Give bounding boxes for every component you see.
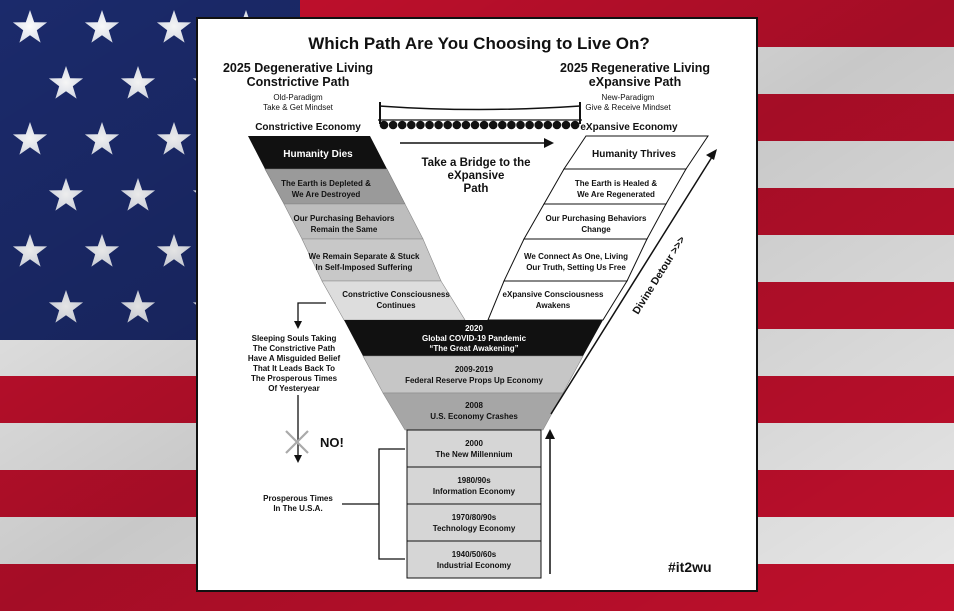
right-earth-line1: The Earth is Healed &: [575, 179, 657, 188]
side-note-line3: Have A Misguided Belief: [248, 354, 341, 363]
funnel-2009-line2: Federal Reserve Props Up Economy: [405, 376, 543, 385]
stem-box-2000: [406, 429, 542, 468]
bridge-bead: [561, 120, 571, 130]
funnel-2020-line2: Global COVID-19 Pandemic: [422, 334, 527, 343]
stem-1970-year: 1970/80/90s: [452, 513, 497, 522]
bridge-bead: [479, 120, 489, 130]
bracket-line: [378, 448, 405, 560]
funnel-band-2008: [382, 392, 564, 431]
left-separate-line1: We Remain Separate & Stuck: [308, 252, 420, 261]
left-humanity-dies: Humanity Dies: [283, 149, 353, 160]
bridge-arrow: [400, 138, 554, 148]
left-header-line2: Constrictive Path: [247, 75, 350, 89]
side-note-line1: Sleeping Souls Taking: [252, 334, 337, 343]
right-economy-label: eXpansive Economy: [580, 122, 678, 133]
right-header-sub1: New-Paradigm: [602, 93, 655, 102]
bridge-bead: [516, 120, 525, 130]
left-header-sub1: Old-Paradigm: [273, 93, 323, 102]
right-purchasing-line1: Our Purchasing Behaviors: [546, 214, 647, 223]
bridge-text-line1: Take a Bridge to the: [421, 157, 530, 169]
left-header-line1: 2025 Degenerative Living: [223, 61, 373, 75]
bridge-bead: [543, 120, 553, 130]
path-diagram: Which Path Are You Choosing to Live On? …: [223, 34, 717, 579]
stem-1940-label: Industrial Economy: [437, 561, 512, 570]
bridge-bead: [416, 120, 425, 130]
stem-1970-label: Technology Economy: [433, 524, 516, 533]
stem-box-1970: [406, 503, 542, 542]
bridge-bead: [570, 120, 580, 130]
no-label: NO!: [320, 435, 344, 450]
bridge-bead: [397, 120, 407, 130]
stem-1980-year: 1980/90s: [457, 476, 491, 485]
right-consciousness-line2: Awakens: [536, 301, 571, 310]
divine-detour-arrow: [545, 149, 717, 574]
side-note-line6: Of Yesteryear: [268, 384, 319, 393]
left-purchasing-line1: Our Purchasing Behaviors: [294, 214, 395, 223]
right-connect-line1: We Connect As One, Living: [524, 252, 628, 261]
page-title: Which Path Are You Choosing to Live On?: [308, 34, 650, 53]
bridge-text-line2: eXpansive: [448, 170, 505, 182]
cross-icon: [285, 430, 309, 454]
funnel-2008-line2: U.S. Economy Crashes: [430, 412, 518, 421]
right-earth-line2: We Are Regenerated: [577, 190, 655, 199]
bridge-bead: [488, 120, 498, 130]
funnel-2008-year: 2008: [465, 401, 483, 410]
prosperous-line1: Prosperous Times: [263, 494, 333, 503]
right-connect-line2: Our Truth, Setting Us Free: [526, 263, 626, 272]
bridge-bead: [452, 120, 462, 130]
left-band-humanity-dies: [248, 136, 387, 169]
side-note-line5: The Prosperous Times: [251, 374, 338, 383]
bridge-text-line3: Path: [464, 183, 489, 195]
bridge-bead: [443, 120, 452, 130]
bridge-bead: [379, 120, 389, 130]
stem-box-1940: [406, 540, 542, 579]
diagram-card: Which Path Are You Choosing to Live On? …: [196, 17, 758, 592]
stem-2000-year: 2000: [465, 439, 483, 448]
right-humanity-thrives: Humanity Thrives: [592, 149, 676, 160]
side-note-line4: That It Leads Back To: [253, 364, 335, 373]
stem-2000-label: The New Millennium: [436, 450, 513, 459]
right-header-line1: 2025 Regenerative Living: [560, 61, 710, 75]
bridge-bead: [470, 120, 480, 130]
side-arrow: [294, 302, 326, 463]
bridge-bead: [498, 120, 507, 130]
bridge-bead: [552, 120, 562, 130]
left-economy-label: Constrictive Economy: [255, 122, 361, 133]
hashtag: #it2wu: [668, 559, 712, 575]
left-purchasing-line2: Remain the Same: [311, 225, 378, 234]
left-earth-line1: The Earth is Depleted &: [281, 179, 371, 188]
bridge-bead: [407, 120, 416, 130]
bridge-bead: [525, 120, 534, 130]
left-separate-line2: In Self-Imposed Suffering: [316, 263, 413, 272]
bridge-bead: [434, 120, 443, 130]
funnel-2009-year: 2009-2019: [455, 365, 494, 374]
left-header-sub2: Take & Get Mindset: [263, 103, 334, 112]
bridge-bead: [507, 120, 516, 130]
funnel-2020-line3: “The Great Awakening”: [429, 344, 518, 353]
bridge-icon: [378, 102, 582, 130]
stem-1980-label: Information Economy: [433, 487, 516, 496]
right-header-sub2: Give & Receive Mindset: [585, 103, 671, 112]
bridge-bead: [534, 120, 543, 130]
side-note-line2: The Constrictive Path: [253, 344, 335, 353]
right-header-line2: eXpansive Path: [589, 75, 681, 89]
bridge-bead: [388, 120, 398, 130]
stem-1940-year: 1940/50/60s: [452, 550, 497, 559]
right-consciousness-line1: eXpansive Consciousness: [503, 290, 604, 299]
prosperous-line2: In The U.S.A.: [273, 504, 322, 513]
left-earth-line2: We Are Destroyed: [292, 190, 361, 199]
bridge-bead: [461, 120, 471, 130]
funnel-2020-year: 2020: [465, 324, 483, 333]
funnel-band-2009: [362, 355, 584, 394]
left-consciousness-line1: Constrictive Consciousness: [342, 290, 450, 299]
stem-box-1980: [406, 466, 542, 505]
funnel-band-2020: [344, 320, 603, 356]
right-purchasing-line2: Change: [581, 225, 611, 234]
left-consciousness-line2: Continues: [376, 301, 416, 310]
bridge-bead: [425, 120, 434, 130]
